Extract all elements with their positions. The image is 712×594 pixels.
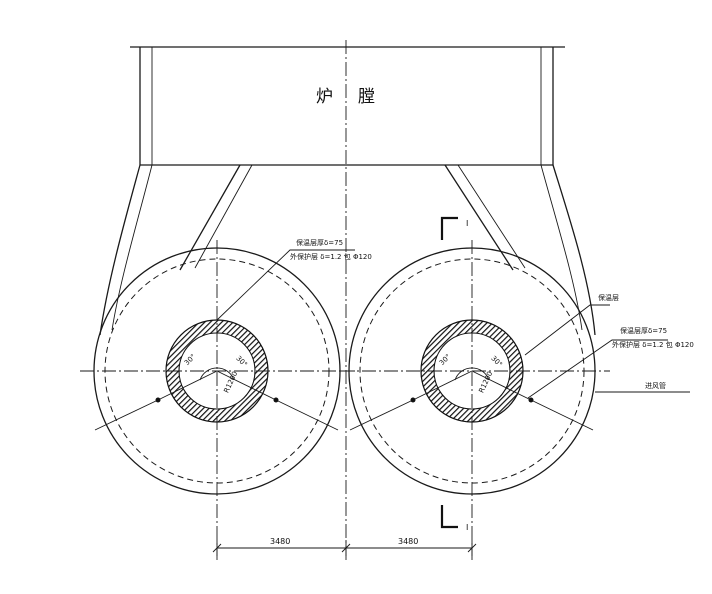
furnace-label-2: 膛	[358, 87, 375, 107]
right-leader-text-1: 保温层厚δ=75	[620, 326, 667, 335]
left-leader-text-1: 保温层厚δ=75	[296, 238, 343, 247]
section-mark-top-label: I	[466, 219, 468, 228]
left-leader-text-2: 外保护层 δ=1.2 包 Φ120	[290, 252, 372, 261]
dimension-line	[212, 540, 477, 556]
furnace-label-1: 炉	[316, 87, 333, 107]
left-drum	[80, 240, 355, 560]
dimension-left: 3480	[270, 537, 290, 546]
section-mark-bottom	[440, 505, 458, 529]
section-mark-bottom-label: I	[466, 523, 468, 532]
furnace-chamber	[130, 46, 565, 166]
right-duct	[444, 164, 596, 336]
right-leader-text-2: 外保护层 δ=1.2 包 Φ120	[612, 340, 694, 349]
right-drum	[340, 240, 690, 560]
left-duct	[99, 164, 253, 336]
dimension-right: 3480	[398, 537, 418, 546]
right-label-b: 进风管	[645, 381, 666, 390]
section-mark-top	[440, 216, 458, 240]
right-label-a: 保温层	[598, 293, 619, 302]
